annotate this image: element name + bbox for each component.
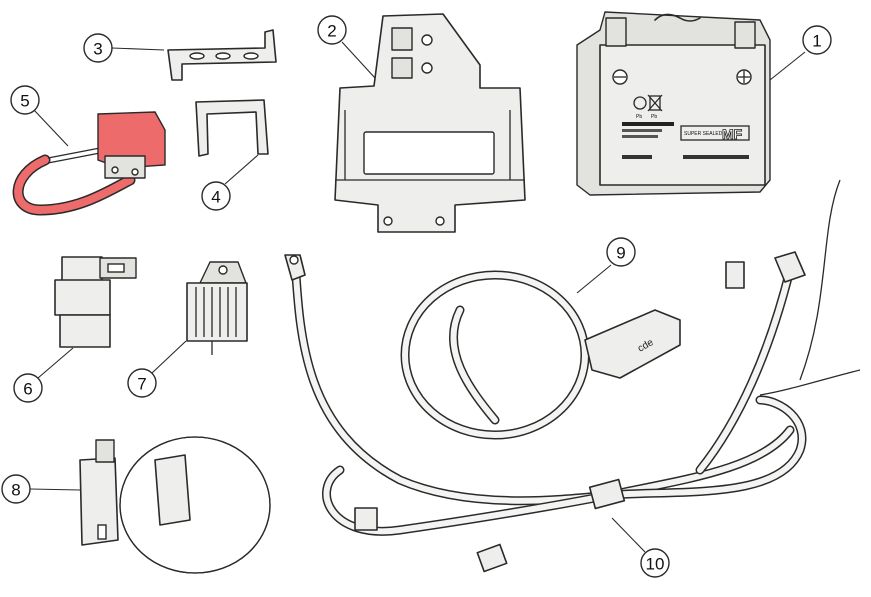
battery-mf-badge: MF bbox=[722, 126, 743, 142]
handlebar-switch: cde bbox=[400, 270, 681, 440]
callout-9-number: 9 bbox=[616, 244, 625, 263]
voltage-regulator bbox=[186, 261, 248, 355]
battery-holder-bracket bbox=[334, 13, 526, 233]
battery-sealed-text: SUPER SEALED bbox=[684, 131, 723, 137]
recycle-mark-1: Pb bbox=[636, 114, 642, 120]
callout-4: 4 bbox=[201, 154, 259, 211]
callout-2: 2 bbox=[317, 15, 376, 79]
callout-10-number: 10 bbox=[646, 555, 665, 574]
callout-1-number: 1 bbox=[812, 32, 821, 51]
callout-5: 5 bbox=[10, 85, 69, 147]
crossed-bin-icon: Pb bbox=[647, 94, 663, 120]
callout-8-number: 8 bbox=[11, 481, 20, 500]
wiring-harness bbox=[284, 179, 861, 573]
callout-4-number: 4 bbox=[211, 188, 220, 207]
callout-3-number: 3 bbox=[93, 40, 102, 59]
callout-2-number: 2 bbox=[327, 22, 336, 41]
recycle-mark-2: Pb bbox=[651, 114, 657, 120]
callout-6-number: 6 bbox=[23, 380, 32, 399]
callout-9: 9 bbox=[576, 237, 636, 294]
relay-unit bbox=[54, 256, 137, 348]
u-clamp bbox=[195, 99, 269, 157]
ignition-coil bbox=[79, 436, 271, 574]
callout-7: 7 bbox=[127, 340, 187, 398]
callout-1: 1 bbox=[769, 25, 832, 81]
callout-8: 8 bbox=[1, 474, 81, 504]
callout-3: 3 bbox=[83, 33, 165, 63]
recycle-icon: Pb bbox=[633, 96, 647, 120]
callout-10: 10 bbox=[611, 517, 670, 578]
callout-5-number: 5 bbox=[20, 92, 29, 111]
mounting-bracket bbox=[167, 29, 277, 81]
starter-relay bbox=[12, 111, 166, 216]
callout-7-number: 7 bbox=[137, 375, 146, 394]
callout-6: 6 bbox=[13, 347, 74, 403]
battery: Pb Pb SUPER SEALED MF bbox=[576, 11, 771, 196]
